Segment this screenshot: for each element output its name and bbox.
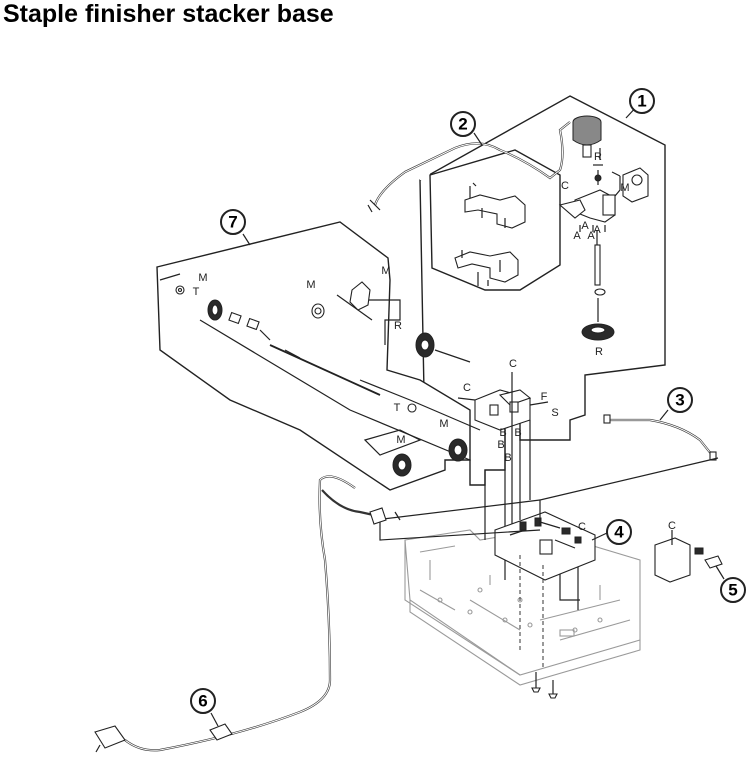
label-c: C — [668, 520, 676, 532]
label-m: M — [198, 272, 207, 284]
cable-2 — [367, 121, 571, 213]
label-b: B — [497, 439, 504, 451]
callout-6: 6 — [190, 688, 219, 727]
svg-text:7: 7 — [228, 213, 237, 232]
stacker-roller-assembly — [175, 281, 481, 477]
screws — [531, 672, 558, 699]
label-f: F — [541, 391, 548, 403]
sensor-bracket — [457, 389, 549, 431]
label-a: A — [573, 230, 581, 242]
callout-7: 7 — [220, 209, 251, 246]
label-r: R — [594, 151, 602, 163]
part-letter-labels: M T M M R T M M R M C A A A A R C C F S … — [193, 151, 676, 533]
stacker-motor-assembly — [558, 115, 649, 341]
callout-3: 3 — [659, 387, 693, 421]
label-c: C — [561, 180, 569, 192]
cable-6 — [94, 475, 401, 753]
controller-board — [494, 511, 596, 670]
label-r: R — [394, 320, 402, 332]
label-a: A — [593, 224, 601, 236]
label-m: M — [396, 434, 405, 446]
callout-5: 5 — [715, 565, 746, 603]
label-c: C — [463, 382, 471, 394]
svg-text:3: 3 — [675, 391, 684, 410]
svg-text:4: 4 — [614, 523, 624, 542]
svg-text:2: 2 — [458, 115, 467, 134]
right-bracket — [654, 530, 723, 583]
label-m: M — [439, 418, 448, 430]
label-m: M — [306, 279, 315, 291]
label-t: T — [394, 402, 401, 414]
label-b: B — [499, 427, 506, 439]
label-c: C — [509, 358, 517, 370]
callout-2: 2 — [450, 111, 483, 146]
label-a: A — [587, 230, 595, 242]
svg-text:1: 1 — [637, 92, 646, 111]
callout-1: 1 — [625, 88, 655, 119]
label-c: C — [578, 521, 586, 533]
cable-harness-frame — [374, 457, 719, 541]
label-m: M — [381, 265, 390, 277]
callout-4: 4 — [591, 519, 632, 545]
page-title: Staple finisher stacker base — [3, 0, 334, 28]
stacker-base-frame — [404, 529, 641, 686]
label-s: S — [551, 407, 558, 419]
label-a: A — [581, 220, 589, 232]
label-b: B — [504, 452, 511, 464]
label-b: B — [514, 427, 521, 439]
label-m: M — [620, 182, 629, 194]
cable-3 — [603, 414, 717, 461]
svg-text:6: 6 — [198, 692, 207, 711]
label-t: T — [193, 286, 200, 298]
svg-text:5: 5 — [728, 581, 737, 600]
label-r: R — [595, 346, 603, 358]
